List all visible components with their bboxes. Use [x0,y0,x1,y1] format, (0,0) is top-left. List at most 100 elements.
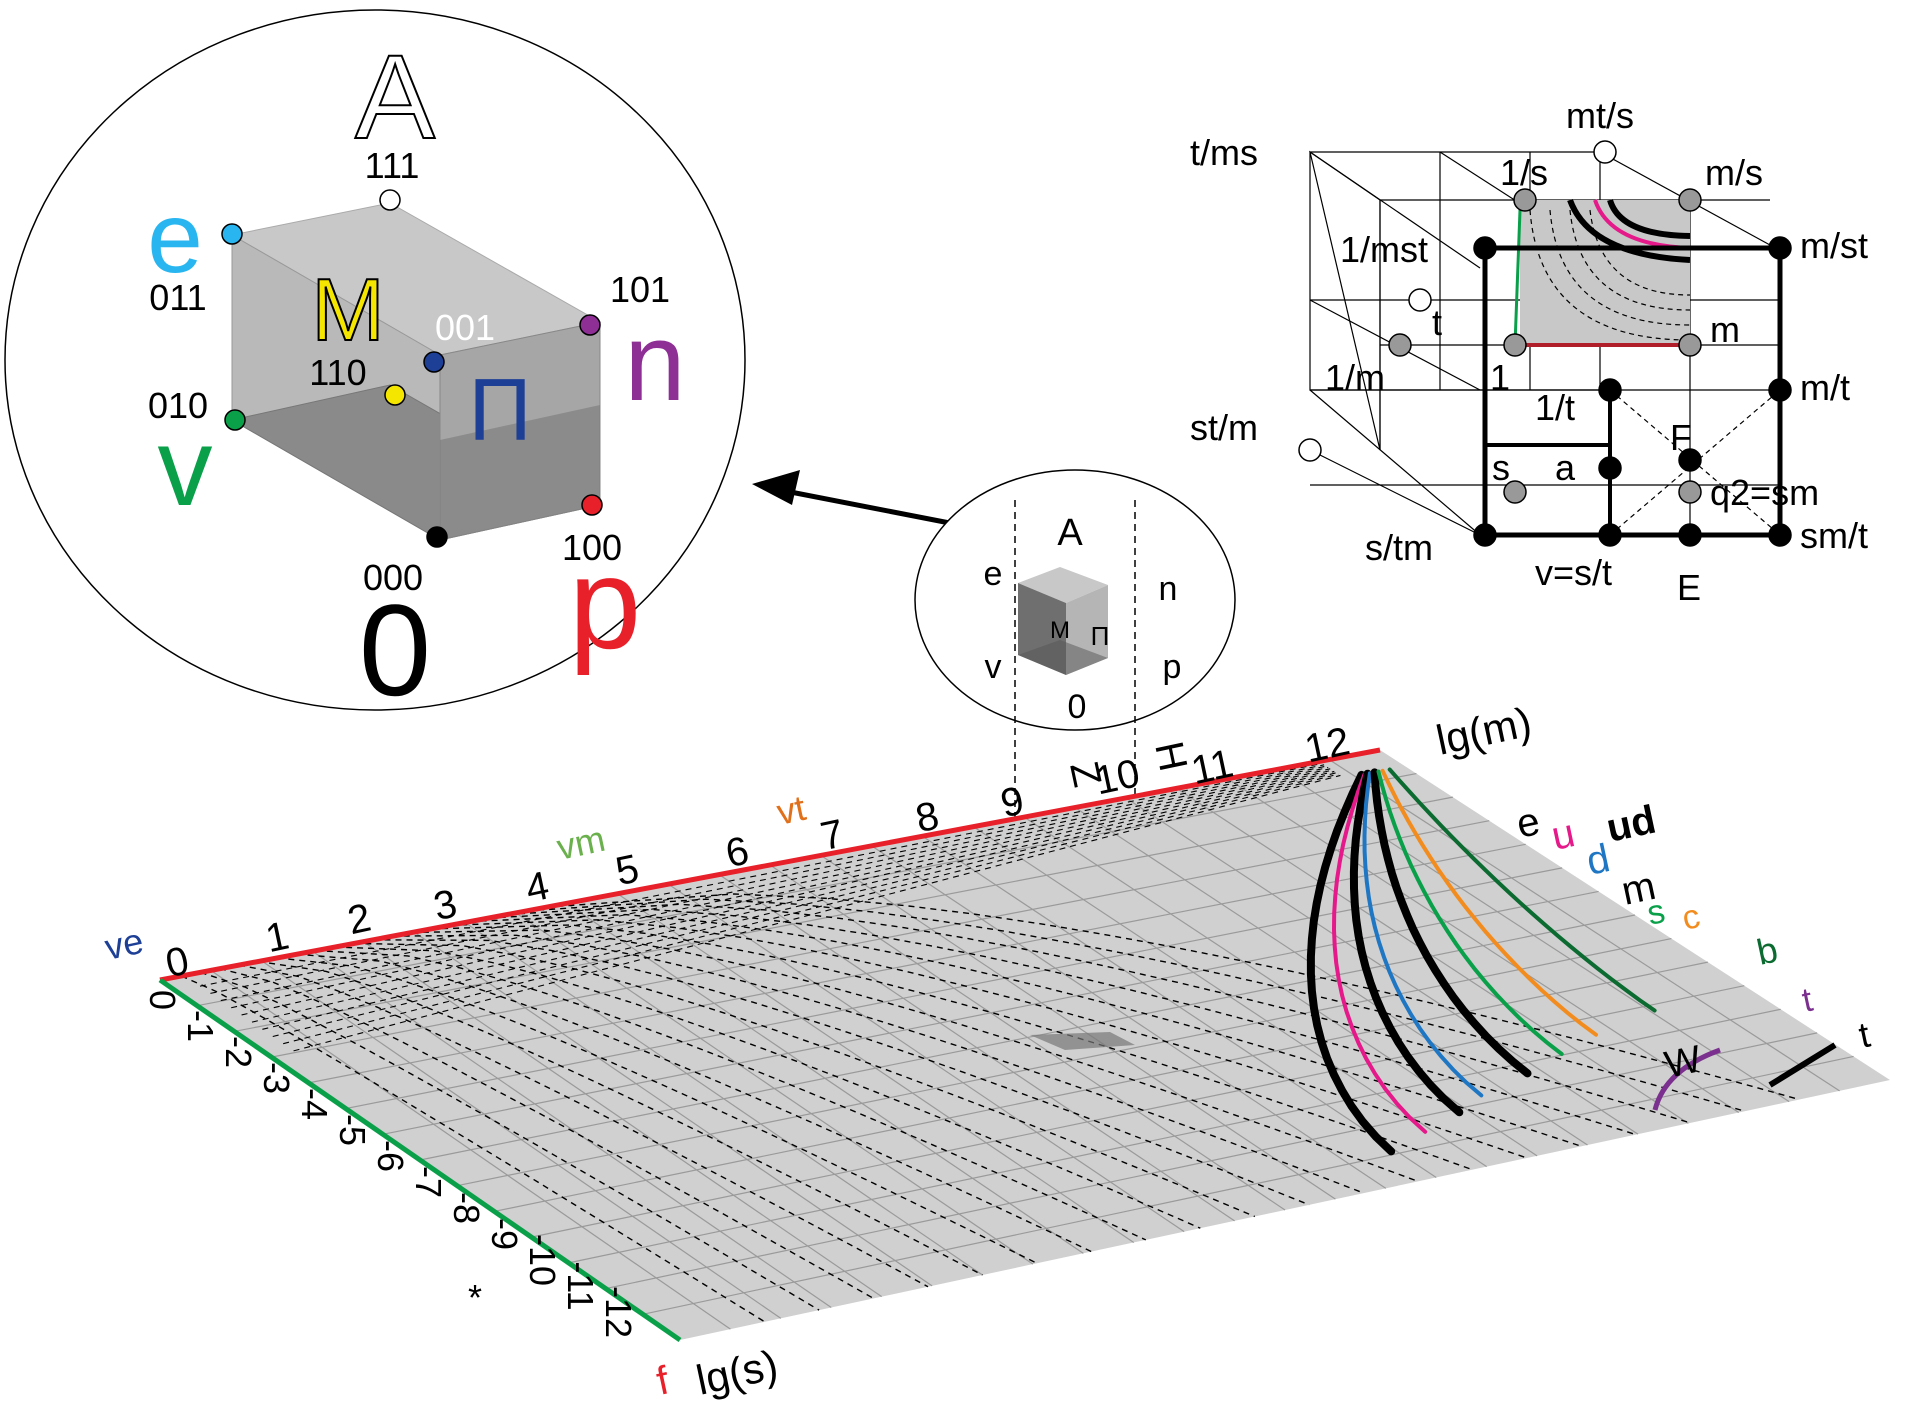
f-label: f [653,1358,674,1404]
units-cube [1309,150,1783,538]
units-edge-f [1309,389,1481,536]
top-tick-label: 1 [262,913,293,961]
corner-letter-0: 0 [359,577,431,723]
corner-dot-100 [581,494,603,516]
units-green-line [1513,209,1522,346]
top-tick-label: 10 [1091,751,1144,803]
zoom-arrow-head [752,470,800,505]
small-cube-face-p: П [1091,621,1110,651]
corner-code-101: 101 [610,269,670,310]
dot-t [1408,288,1432,312]
particle-curve [1306,770,1396,1156]
grid-line-s [345,867,1563,1110]
left-tick-label: -2 [218,1036,259,1068]
left-tick-label: -9 [484,1218,525,1250]
dot-1-s [1513,188,1537,212]
small-cube-bottom [1018,640,1108,675]
label-t-ms: t/ms [1190,132,1258,173]
ve-label: ve [101,920,147,968]
grid-line-s [457,937,1672,1187]
dashed-curve [392,934,1364,1194]
particle-label-t: t [1799,981,1817,1020]
label-E: E [1677,567,1701,608]
plane-highlight-patch [1030,1032,1135,1050]
small-cube-bottom-label: 0 [1068,688,1087,726]
dashed-curve [546,893,1800,1101]
particle-label-t: t [1855,1014,1873,1056]
small-cube-top-label: A [1057,512,1083,554]
left-tick-label: -8 [446,1192,487,1224]
vm-label: vm [553,818,608,868]
top-tick-label: 6 [722,828,753,876]
label-1-mst: 1/mst [1340,229,1428,270]
top-tick-label: 2 [344,895,375,943]
left-tick-label: 0 [142,990,183,1010]
units-dots [1298,140,1792,547]
plane-particle-curves [1306,767,1837,1156]
units-shaded-quadrant [1520,200,1690,345]
top-tick-label: 4 [522,863,553,911]
left-tick-label: -5 [332,1114,373,1146]
left-tick-label: -11 [560,1261,601,1310]
dashed-curve [315,949,1147,1241]
particle-label-u: u [1548,811,1579,859]
dot-a [1598,456,1622,480]
label-m-t: m/t [1800,367,1850,408]
dashed-curve [200,971,820,1311]
top-tick-label: 7 [817,811,848,859]
particle-curve [1376,769,1564,1056]
left-tick-label: -12 [598,1286,639,1338]
dot-1-t [1598,378,1622,402]
particle-label-b: b [1753,929,1781,973]
particle-curve-w [1652,1047,1721,1111]
dashed-curve [354,942,1256,1218]
units-edge-p [1309,449,1481,536]
label-a: a [1555,447,1576,488]
grid-line-s [197,772,1417,1007]
left-tick-label: -10 [522,1234,563,1286]
dot-m-t [1768,378,1792,402]
dashed-curve [488,908,1637,1136]
axis-s-green-edge [158,977,682,1343]
corner-code-110: 110 [309,352,366,393]
corner-letter-n: n [624,301,685,424]
label-st-m: st/m [1190,407,1258,448]
grid-line-s [419,914,1636,1161]
dot-mt-s [1593,140,1617,164]
dot-F [1678,448,1702,472]
small-cube-face-m: M [1050,617,1070,644]
small-cube-n-label: n [1159,570,1178,608]
particle-curve [1370,768,1532,1078]
small-cube-v-label: v [985,648,1002,686]
big-cube-face-p: П [468,360,531,459]
dashed-ray [210,764,1325,994]
label-m-st: m/st [1800,225,1868,266]
dashed-ray [283,773,1339,1045]
units-dashed-curve-3 [1569,209,1691,311]
label-mt-s: mt/s [1566,95,1634,136]
dot-m-s [1678,188,1702,212]
grid-line-s [271,820,1490,1058]
dot-m [1678,333,1702,357]
left-tick-label: -1 [180,1010,221,1042]
dot-s [1503,480,1527,504]
dashed-curve [181,975,766,1323]
small-cube-top [1018,567,1108,603]
axis-m-label: lg(m) [1432,698,1535,764]
label-1-t: 1/t [1535,387,1575,428]
label-v: v=s/t [1535,552,1612,593]
corner-code-001: 001 [435,307,495,348]
dashed-curve [335,946,1201,1229]
axis-s-label: lg(s) [692,1341,782,1404]
dashed-curve [411,929,1419,1183]
label-1-s: 1/s [1500,152,1548,193]
dashed-ray [272,772,1337,1038]
dot-st-m [1298,438,1322,462]
left-tick-labels: 0-1-2-3-4-5-6-7-8-9-10-11-12 [142,990,639,1338]
dashed-curve [219,968,874,1300]
plane-dashed-curves [181,762,1800,1323]
corner-dot-101 [579,314,601,336]
small-cube-panel: A e v n p 0 M П [914,469,1236,1040]
grid-line-s [382,890,1599,1135]
top-tick-label: 11 [1187,741,1237,793]
